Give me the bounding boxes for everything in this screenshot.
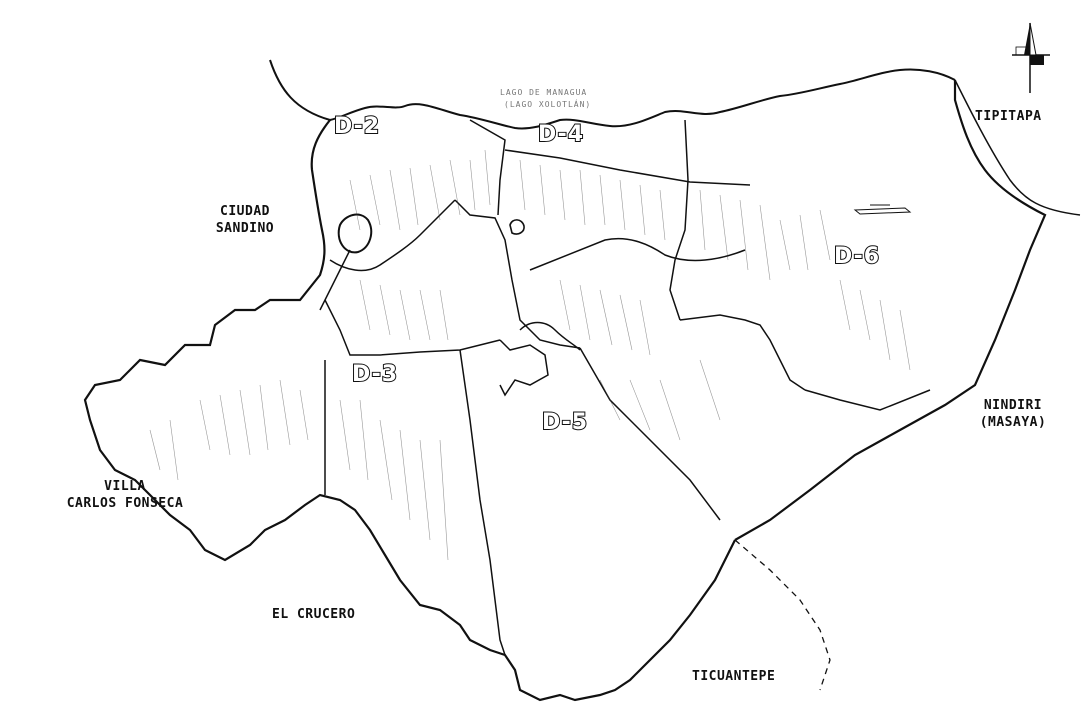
label-tipitapa: TIPITAPA [975,109,1042,124]
lake-label-line2: (LAGO XOLOTLÁN) [504,100,592,109]
street-texture [149,149,911,561]
label-nindiri: NINDIRI (MASAYA) [968,397,1058,431]
label-nindiri-line2: (MASAYA) [979,415,1047,430]
district-label-d2: D-2 [333,113,381,140]
label-ciudad-sandino-line2: SANDINO [215,221,275,236]
lake-label-line1: LAGO DE MANAGUA [500,88,588,97]
municipal-boundary-west [83,119,736,702]
district-label-d3: D-3 [351,361,399,388]
label-nindiri-line1: NINDIRI [983,398,1043,413]
district-label-d4: D-4 [537,121,585,148]
tipitapa-boundary [954,79,1081,216]
label-ticuantepe: TICUANTEPE [692,669,776,684]
label-ciudad-sandino: CIUDAD SANDINO [205,203,285,237]
district-label-d5: D-5 [541,409,589,436]
lagoon-west [337,213,373,254]
label-villa-carlos-fonseca-line1: VILLA [104,479,146,494]
airport-runway [853,204,912,215]
municipal-boundary-east [734,80,1047,541]
label-villa-carlos-fonseca-line2: CARLOS FONSECA [66,496,184,511]
lake-shoreline [269,59,956,130]
label-ciudad-sandino-line1: CIUDAD [220,204,270,219]
lagoon-tiscapa [509,219,525,235]
district-label-d6: D-6 [833,243,881,270]
north-arrow-icon [1012,22,1050,93]
label-villa-carlos-fonseca: VILLA CARLOS FONSECA [55,478,195,512]
label-el-crucero: EL CRUCERO [272,607,356,622]
ticuantepe-boundary [734,539,831,691]
district-boundaries [319,119,931,656]
